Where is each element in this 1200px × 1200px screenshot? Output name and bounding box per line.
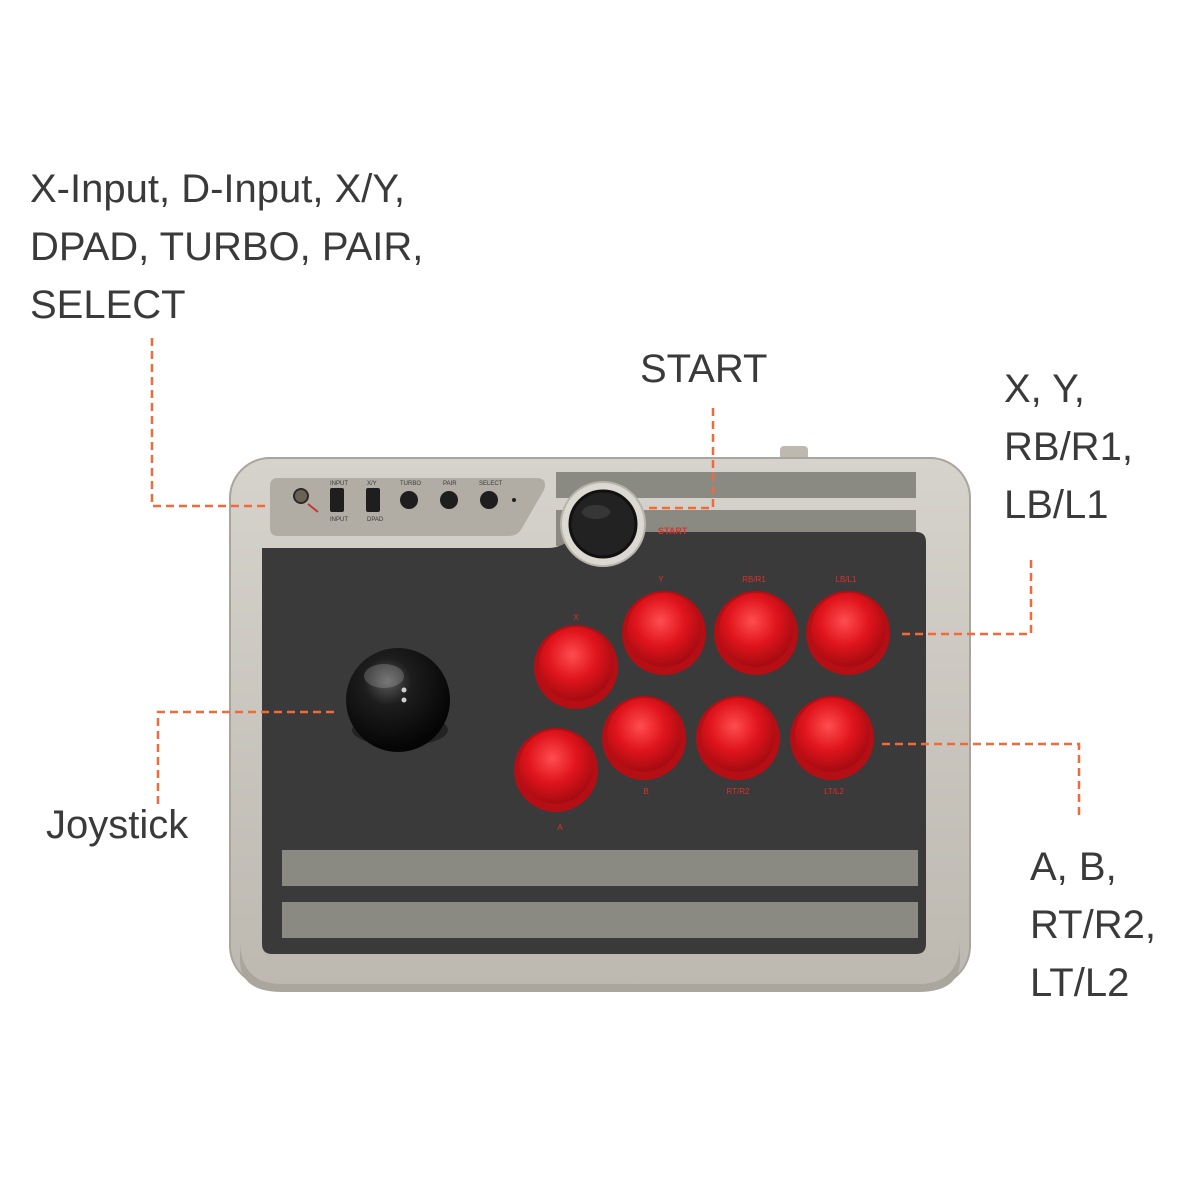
button-rb-r1[interactable] (714, 591, 798, 675)
button-b[interactable] (602, 696, 686, 780)
callout-line: X, Y, (1004, 367, 1085, 411)
button-label-lt-l2: LT/L2 (824, 787, 844, 796)
switch-label: SELECT (479, 481, 503, 487)
switch-sub-label: INPUT (330, 517, 348, 523)
leader-joystick (156, 710, 334, 806)
button-label-rb-r1: RB/R1 (742, 575, 766, 584)
leader-start (648, 408, 715, 510)
switch-label: INPUT (330, 481, 348, 487)
callout-line: X-Input, D-Input, X/Y, (30, 167, 406, 211)
button-lb-l1[interactable] (806, 591, 890, 675)
shell-lip (240, 940, 960, 992)
leader-switches (150, 338, 268, 508)
stripe-bottom-1 (282, 850, 918, 886)
button-x[interactable] (534, 625, 618, 709)
start-button[interactable] (568, 489, 638, 559)
action-buttons (514, 591, 890, 812)
joystick-mark (401, 697, 407, 703)
callout-switches: X-Input, D-Input, X/Y, DPAD, TURBO, PAIR… (30, 160, 423, 334)
pair-button[interactable] (440, 491, 458, 509)
start-button-highlight (582, 505, 610, 519)
joystick-highlight (364, 664, 404, 688)
switch-label: X/Y (367, 481, 377, 487)
turbo-button[interactable] (400, 491, 418, 509)
callout-line: SELECT (30, 283, 186, 327)
button-label-b: B (643, 787, 648, 796)
callout-line: Joystick (46, 803, 189, 847)
stripe-bottom-2 (282, 902, 918, 938)
joystick-mark (401, 687, 407, 693)
joystick-ball[interactable] (346, 648, 450, 752)
callout-line: RT/R2, (1030, 903, 1156, 947)
led-icon (293, 488, 309, 504)
button-label-a: A (557, 823, 563, 832)
side-port (780, 446, 808, 460)
callout-joystick: Joystick (46, 796, 188, 854)
button-label-y: Y (658, 575, 664, 584)
start-label: START (658, 526, 688, 536)
callout-line: DPAD, TURBO, PAIR, (30, 225, 424, 269)
button-label-rt-r2: RT/R2 (727, 787, 751, 796)
callout-start: START (640, 340, 767, 398)
leader-top-buttons (898, 560, 1033, 636)
input-switch[interactable] (330, 488, 344, 512)
callout-line: START (640, 347, 768, 391)
button-y[interactable] (622, 591, 706, 675)
led-mark (307, 503, 319, 513)
button-rt-r2[interactable] (696, 696, 780, 780)
callout-line: LT/L2 (1030, 961, 1130, 1005)
switch-label: TURBO (400, 481, 421, 487)
callout-line: LB/L1 (1004, 483, 1109, 527)
switch-label: PAIR (443, 481, 457, 487)
callout-line: A, B, (1030, 845, 1117, 889)
indicator-dot (512, 498, 516, 502)
leader-bottom-buttons (882, 742, 1081, 820)
callout-top-buttons: X, Y, RB/R1, LB/L1 (1004, 360, 1133, 534)
button-a[interactable] (514, 728, 598, 812)
switch-sub-label: DPAD (367, 517, 384, 523)
button-label-lb-l1: LB/L1 (836, 575, 857, 584)
select-button[interactable] (480, 491, 498, 509)
button-lt-l2[interactable] (790, 696, 874, 780)
button-label-x: X (573, 613, 579, 622)
callout-bottom-buttons: A, B, RT/R2, LT/L2 (1030, 838, 1156, 1012)
leader-lines (150, 338, 1081, 820)
callout-line: RB/R1, (1004, 425, 1133, 469)
xy-dpad-switch[interactable] (366, 488, 380, 512)
